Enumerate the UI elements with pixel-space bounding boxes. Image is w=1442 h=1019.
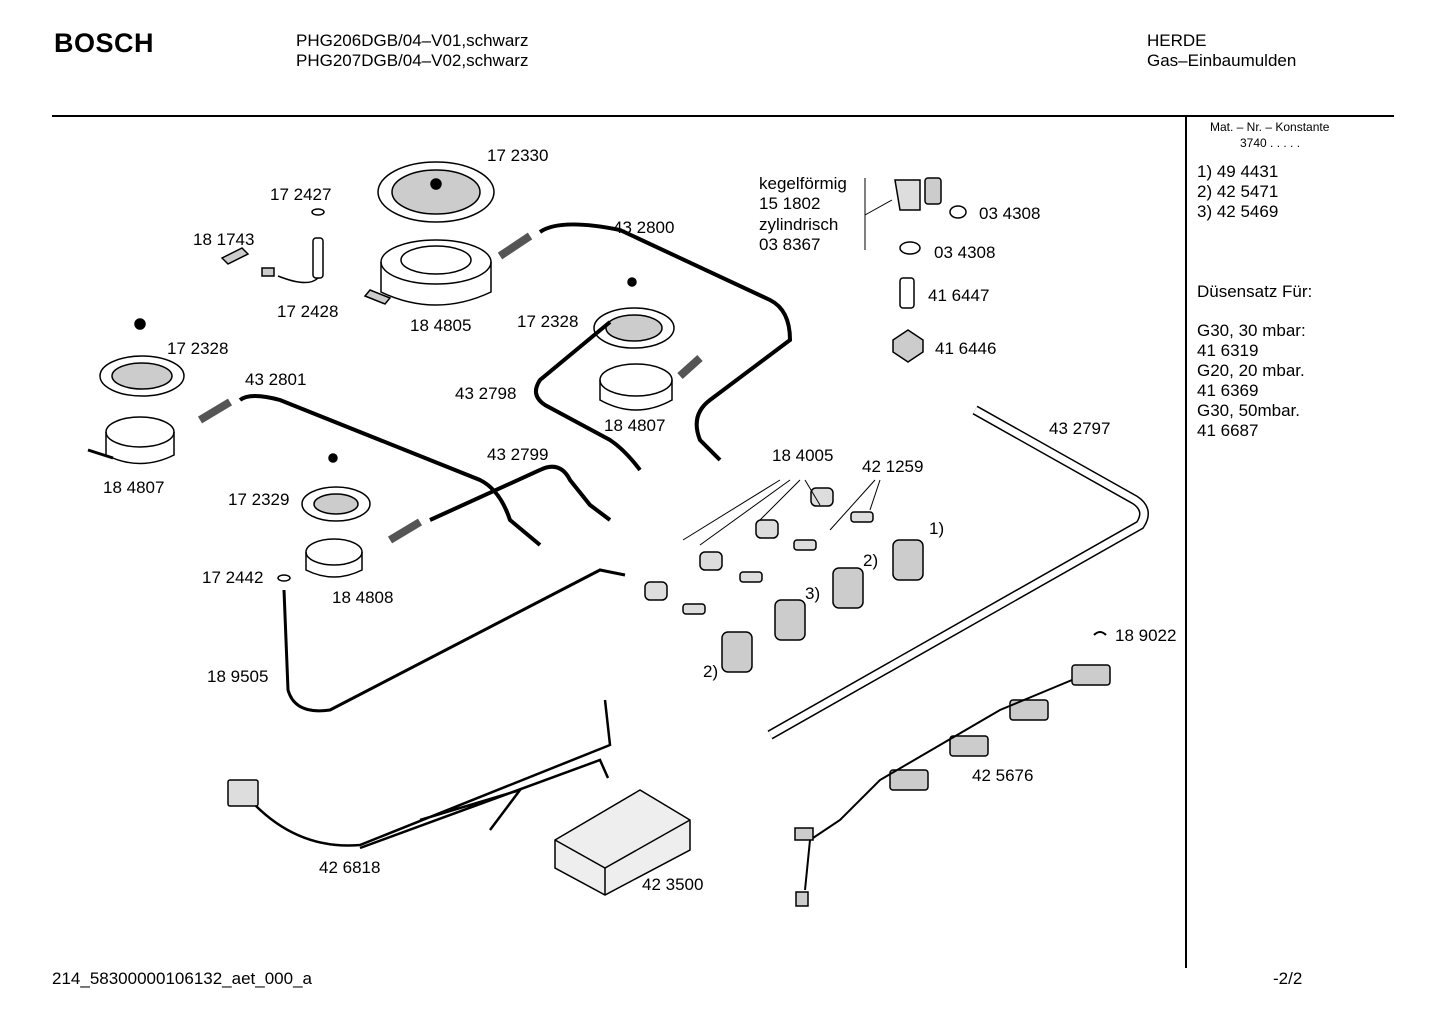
model-line-1: PHG206DGB/04–V01,schwarz: [296, 31, 529, 50]
burner-plate-medium: [594, 278, 674, 410]
connector-plug: [228, 780, 258, 806]
part-label: 43 2801: [245, 370, 307, 389]
gas-pipe-432798: [536, 322, 640, 470]
part-label: 17 2330: [487, 146, 549, 165]
nozzle-line: 41 6687: [1197, 421, 1259, 440]
nozzle-line: G30, 30 mbar:: [1197, 321, 1306, 340]
part-label: 41 6447: [928, 286, 990, 305]
part-label: 03 8367: [759, 235, 821, 254]
part-label: 17 2427: [270, 185, 332, 204]
part-label: 18 4807: [604, 416, 666, 435]
part-label: 43 2798: [455, 384, 517, 403]
angle-fitting: [893, 178, 966, 362]
nozzle-heading: Düsensatz Für:: [1197, 282, 1313, 301]
part-label: 2): [703, 662, 719, 681]
wire-clip-icon: [1094, 632, 1106, 635]
subcategory: Gas–Einbaumulden: [1147, 51, 1297, 70]
sidebar-divider: [1185, 115, 1187, 968]
part-label: 03 4308: [934, 243, 996, 262]
burner-body-large: [365, 240, 491, 305]
part-label: 1): [929, 519, 945, 538]
part-label: 41 6446: [935, 339, 997, 358]
part-label: 15 1802: [759, 194, 821, 213]
mat-label: Mat. – Nr. – Konstante: [1210, 120, 1330, 134]
thermocouple-wire: [284, 570, 625, 711]
part-label: 17 2428: [277, 302, 339, 321]
part-label: 18 4005: [772, 446, 834, 465]
part-label: 42 5676: [972, 766, 1034, 785]
part-label: 43 2800: [613, 218, 675, 237]
document-id: 214_58300000106132_aet_000_a: [52, 969, 312, 988]
model-line-2: PHG207DGB/04–V02,schwarz: [296, 51, 529, 70]
part-label: zylindrisch: [759, 215, 839, 234]
part-label: 18 4805: [410, 316, 472, 335]
spark-generator: [555, 790, 690, 895]
ignition-switch-harness: [890, 665, 1110, 790]
nozzle-set: [645, 488, 873, 614]
page-number: -2/2: [1273, 969, 1303, 988]
gas-pipe-432799: [430, 467, 610, 520]
sidebar-item: 1) 49 4431: [1197, 162, 1279, 181]
part-label: 17 2329: [228, 490, 290, 509]
cable-harness: [255, 700, 610, 848]
part-label: kegelförmig: [759, 174, 847, 193]
part-label: 42 3500: [642, 875, 704, 894]
part-label: 18 9022: [1115, 626, 1177, 645]
part-label: 18 9505: [207, 667, 269, 686]
part-label: 17 2442: [202, 568, 264, 587]
burner-plate-left: [88, 319, 184, 464]
part-label: 17 2328: [167, 339, 229, 358]
gas-pipe-432801: [240, 396, 540, 545]
part-label: 42 1259: [862, 457, 924, 476]
burner-plate-small: [302, 454, 370, 577]
ignition-electrode: [222, 209, 324, 283]
nozzle-line: G30, 50mbar.: [1197, 401, 1301, 420]
part-label: 3): [805, 584, 821, 603]
part-label: 17 2328: [517, 312, 579, 331]
header-divider: [52, 115, 1394, 117]
part-label: 18 4808: [332, 588, 394, 607]
part-label: 18 4807: [103, 478, 165, 497]
part-label: 03 4308: [979, 204, 1041, 223]
gas-valves: [722, 540, 923, 672]
part-label: 43 2797: [1049, 419, 1111, 438]
brand-logo: BOSCH: [54, 28, 155, 58]
gas-pipe-432800: [540, 224, 790, 460]
nozzle-line: G20, 20 mbar.: [1197, 361, 1305, 380]
nozzle-line: 41 6319: [1197, 341, 1259, 360]
part-label: 2): [863, 551, 879, 570]
part-label: 42 6818: [319, 858, 381, 877]
part-label: 18 1743: [193, 230, 255, 249]
category: HERDE: [1147, 31, 1207, 50]
mat-value: 3740 . . . . .: [1240, 136, 1301, 150]
part-label: 43 2799: [487, 445, 549, 464]
sidebar-item: 2) 42 5471: [1197, 182, 1279, 201]
sidebar-item: 3) 42 5469: [1197, 202, 1279, 221]
nozzle-line: 41 6369: [1197, 381, 1259, 400]
burner-cap-plate: [378, 162, 494, 222]
